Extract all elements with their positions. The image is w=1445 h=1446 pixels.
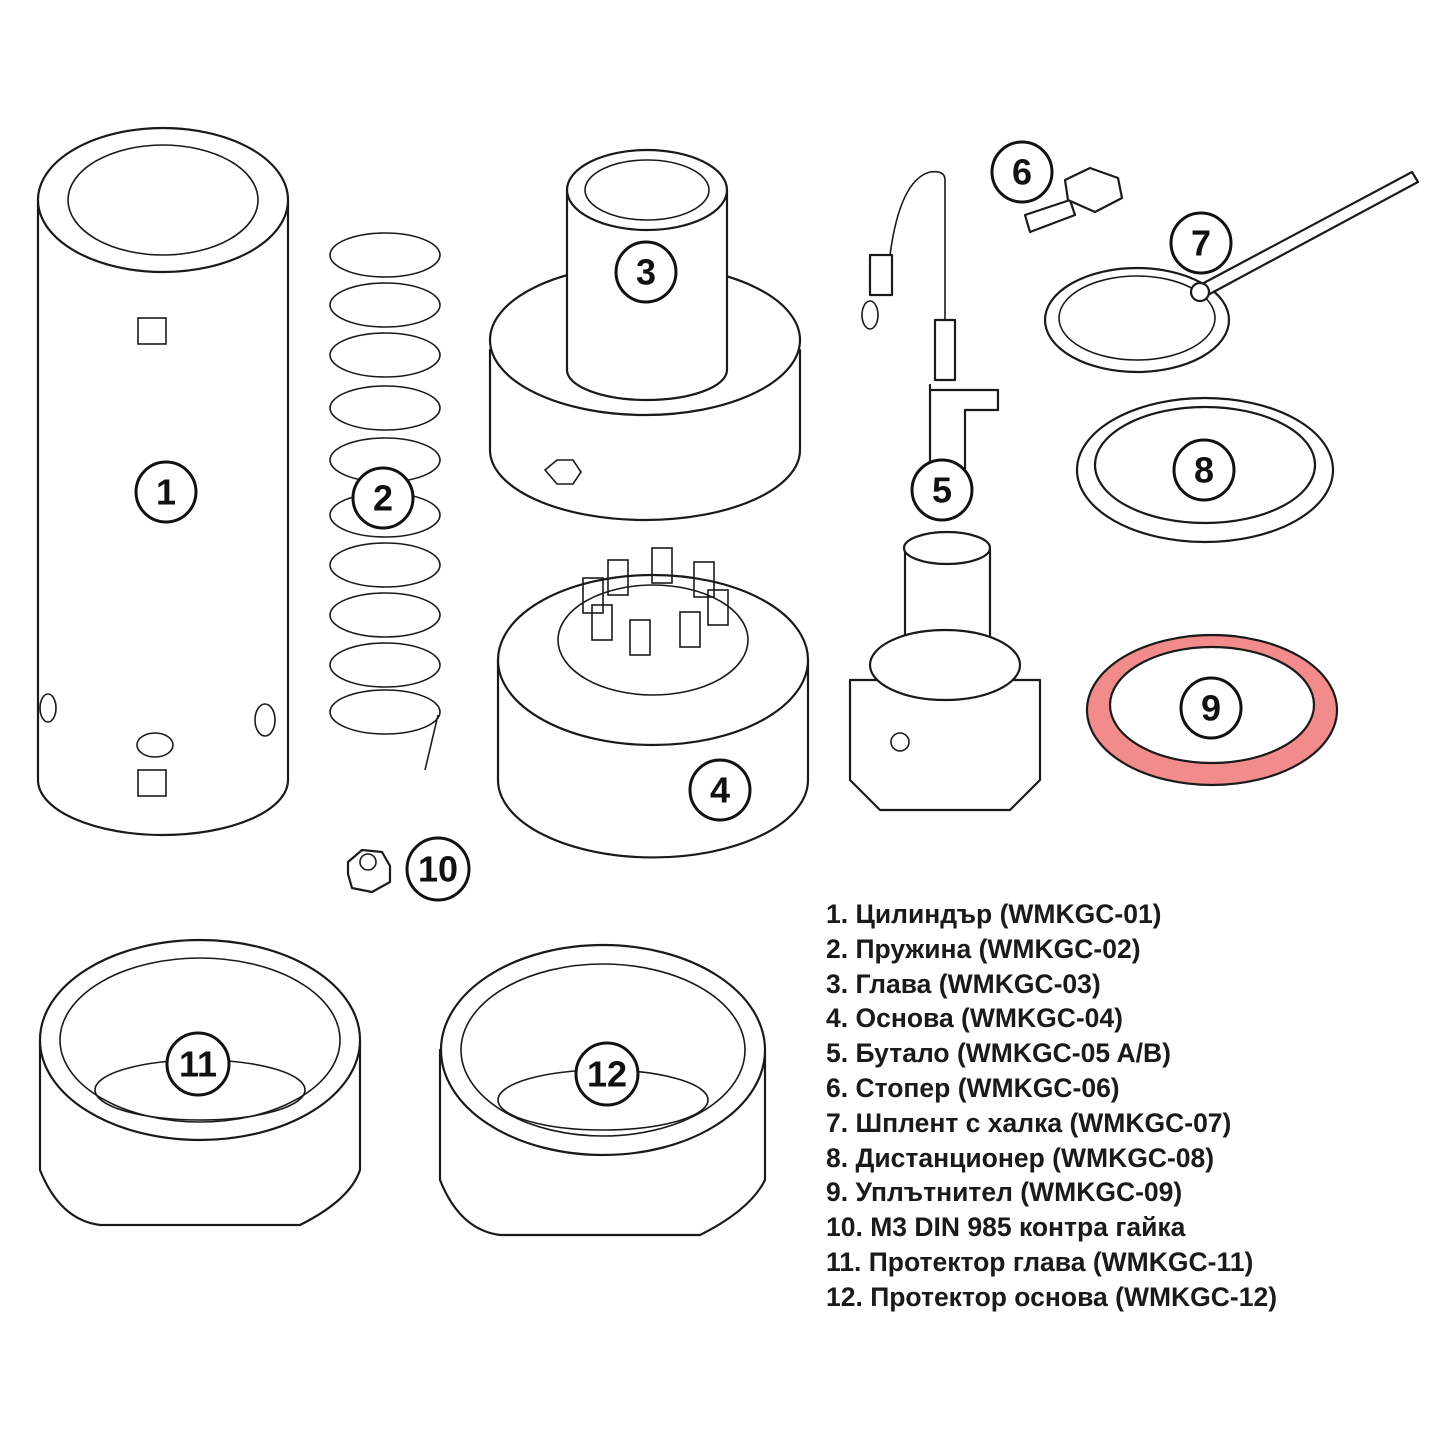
svg-text:1: 1: [156, 472, 176, 513]
svg-text:4: 4: [710, 770, 730, 811]
part-piston: [848, 170, 1042, 812]
parts-list-item: 12. Протектор основа (WMKGC-12): [826, 1281, 1278, 1312]
callout-3: 3: [614, 240, 678, 304]
parts-list-item: 4. Основа (WMKGC-04): [826, 1003, 1123, 1034]
svg-text:12: 12: [587, 1054, 627, 1095]
callout-9: 9: [1179, 676, 1243, 740]
svg-text:2: 2: [373, 478, 393, 519]
callout-10: 10: [405, 836, 471, 902]
svg-text:8: 8: [1194, 450, 1214, 491]
parts-list: 1. Цилиндър (WMKGC-01) 2. Пружина (WMKGC…: [826, 897, 1277, 1315]
svg-text:9: 9: [1201, 688, 1221, 729]
svg-text:3: 3: [636, 252, 656, 293]
parts-list-item: 11. Протектор глава (WMKGC-11): [826, 1246, 1254, 1277]
parts-list-item: 6. Стопер (WMKGC-06): [826, 1072, 1120, 1103]
svg-text:10: 10: [418, 849, 458, 890]
part-stopper: [1023, 166, 1124, 234]
callout-8: 8: [1172, 438, 1236, 502]
parts-list-item: 10. M3 DIN 985 контра гайка: [826, 1212, 1186, 1243]
part-head: [488, 148, 802, 522]
callout-6: 6: [990, 140, 1054, 204]
svg-text:11: 11: [179, 1044, 217, 1085]
parts-list-item: 9. Уплътнител (WMKGC-09): [826, 1177, 1183, 1208]
parts-list-item: 5. Бутало (WMKGC-05 A/B): [826, 1038, 1171, 1069]
callout-2: 2: [351, 466, 415, 530]
part-pin-ring: [1043, 170, 1420, 374]
callout-7: 7: [1169, 211, 1233, 275]
svg-text:6: 6: [1012, 152, 1032, 193]
part-nut: [346, 848, 392, 894]
svg-text:5: 5: [932, 470, 952, 511]
parts-list-item: 7. Шплент с халка (WMKGC-07): [826, 1107, 1232, 1138]
parts-list-item: 2. Пружина (WMKGC-02): [826, 933, 1141, 964]
parts-list-item: 3. Глава (WMKGC-03): [826, 968, 1101, 999]
part-base: [496, 547, 810, 859]
callout-4: 4: [688, 758, 752, 822]
svg-text:7: 7: [1191, 223, 1211, 264]
callout-5: 5: [910, 458, 974, 522]
callout-11: 11: [165, 1031, 231, 1097]
callout-12: 12: [574, 1041, 640, 1107]
parts-list-item: 8. Дистанционер (WMKGC-08): [826, 1142, 1215, 1173]
callout-1: 1: [134, 460, 198, 524]
parts-list-item: 1. Цилиндър (WMKGC-01): [826, 899, 1162, 929]
